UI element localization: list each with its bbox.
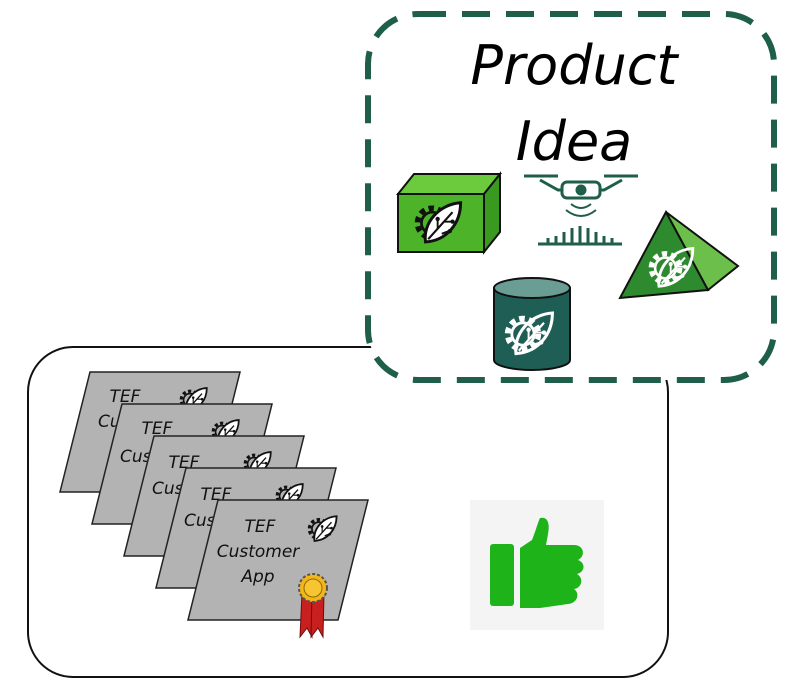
cube-icon [395,171,503,255]
product-idea-title-line1: Product [470,34,679,97]
card-back-1-line1: TEF [110,387,141,407]
award-ribbon-icon [298,573,328,639]
card-back-3-line2: Cus [152,479,184,499]
card-back-2: TEF Cus [91,403,273,525]
pyramid-icon [618,209,740,300]
thumbs-up-icon [470,500,604,630]
card-back-4-line2: Cus [184,511,216,531]
card-front-line1: TEF [245,517,276,537]
product-idea-title-line2: Idea [516,110,633,173]
card-front-line3: App [240,567,274,587]
drone-icon [524,174,638,246]
card-stack: TEF Cus TEF Cus TEF Cus TEF Cus TEF [59,371,369,639]
card-back-2-line1: TEF [142,419,173,439]
card-front: TEF Customer App [187,499,369,639]
database-cylinder-icon [493,277,571,371]
card-front-line2: Customer [217,542,301,562]
card-back-2-line2: Cus [120,447,152,467]
